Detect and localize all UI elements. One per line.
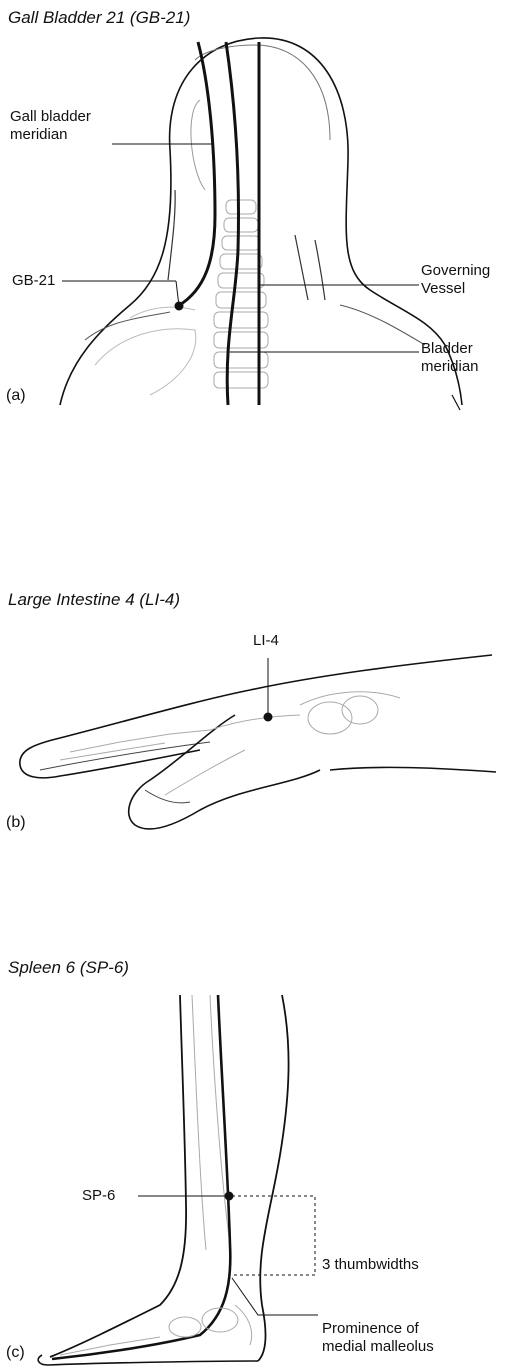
panel-a-letter: (a) [6, 387, 26, 405]
panel-b-title: Large Intestine 4 (LI-4) [8, 590, 180, 610]
lower-leg-illustration [0, 985, 510, 1365]
gb21-label: GB-21 [12, 272, 55, 290]
sp6-label: SP-6 [82, 1187, 115, 1205]
li4-label: LI-4 [253, 632, 279, 650]
panel-c-title: Spleen 6 (SP-6) [8, 958, 129, 978]
hand-illustration [0, 620, 510, 870]
thumbwidths-label: 3 thumbwidths [322, 1256, 419, 1274]
governing-vessel-label: Governing Vessel [421, 262, 490, 298]
panel-b-letter: (b) [6, 814, 26, 832]
panel-c-letter: (c) [6, 1344, 25, 1362]
gb-meridian-label: Gall bladder meridian [10, 108, 91, 144]
bladder-meridian-label: Bladder meridian [421, 340, 479, 376]
malleolus-label: Prominence of medial malleolus [322, 1320, 434, 1356]
